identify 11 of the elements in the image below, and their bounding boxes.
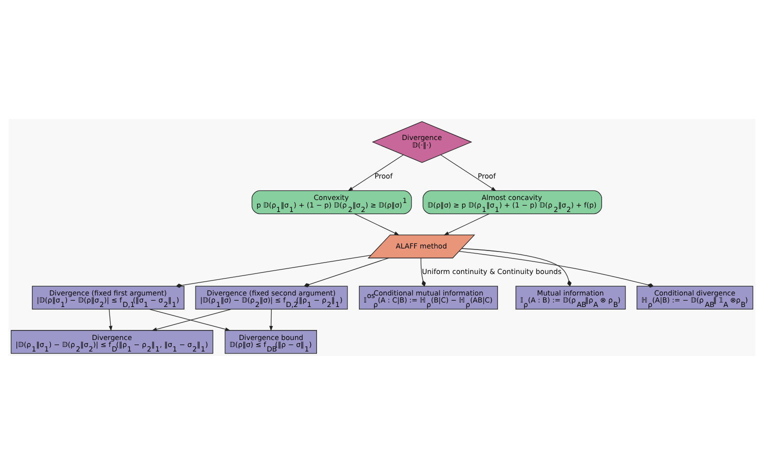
connector xyxy=(458,251,654,288)
arrow xyxy=(354,214,400,236)
connector xyxy=(461,248,572,286)
arrow xyxy=(108,309,112,332)
arrow xyxy=(348,154,404,192)
connector xyxy=(176,254,372,288)
arrow xyxy=(440,154,496,192)
connector xyxy=(420,258,426,287)
arrow xyxy=(269,309,273,332)
connector xyxy=(304,258,389,288)
arrow xyxy=(444,214,490,236)
